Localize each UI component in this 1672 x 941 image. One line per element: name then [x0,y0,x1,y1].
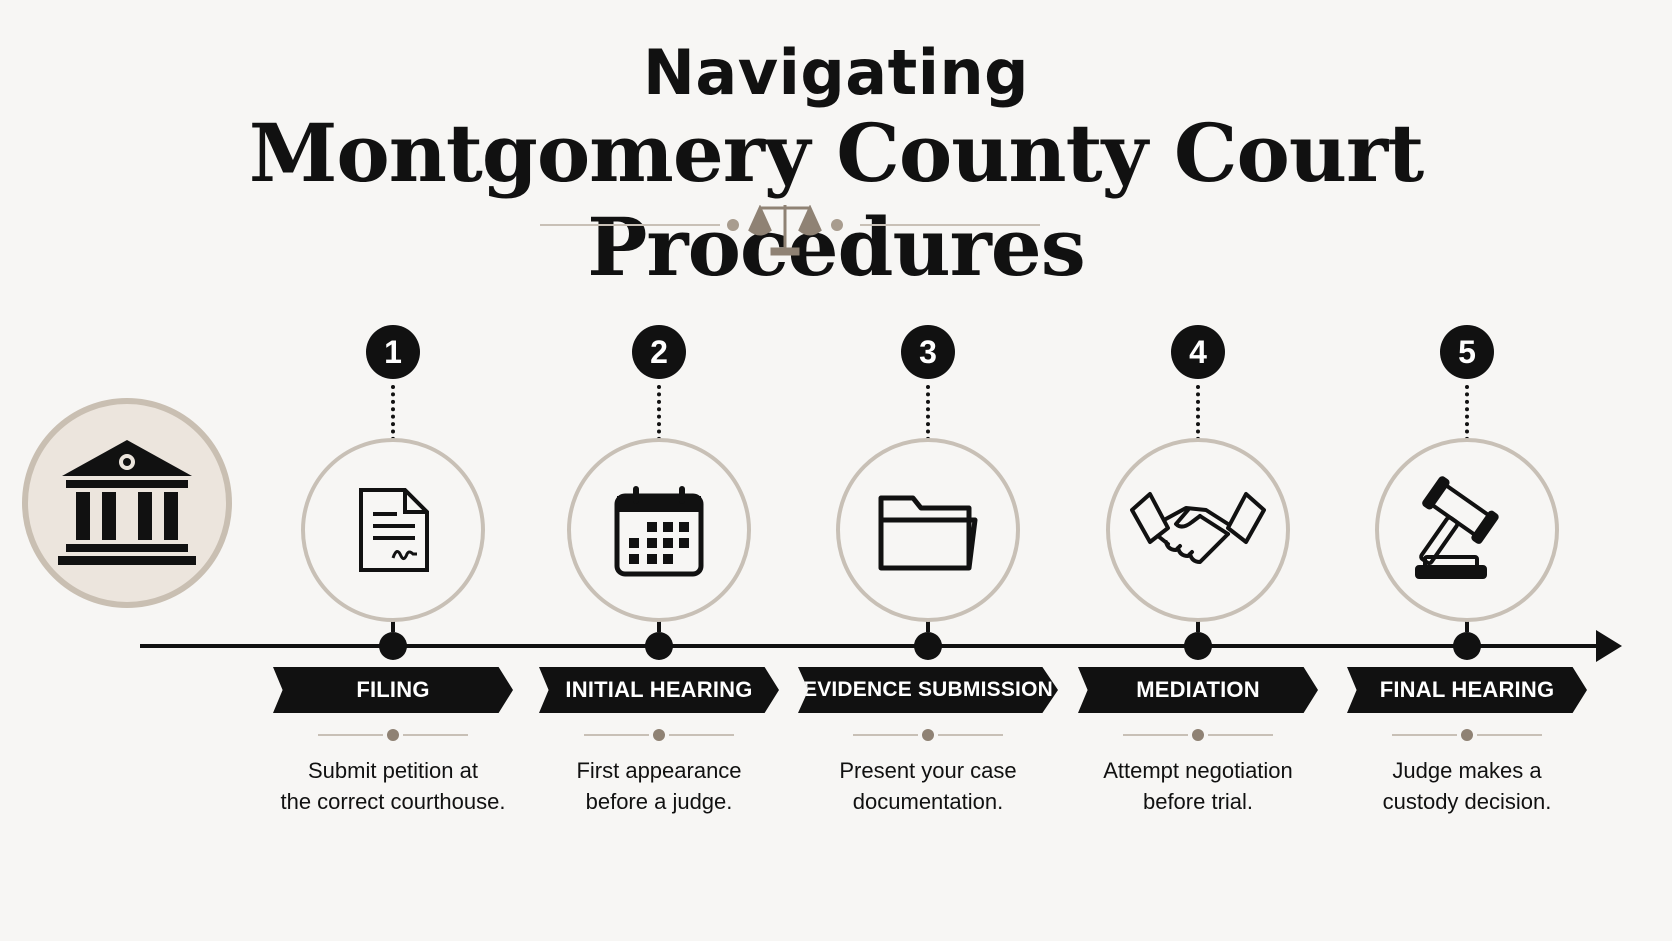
calendar-icon [614,486,704,577]
step-icon-circle [567,438,751,622]
title-navigating: Navigating [642,36,1030,109]
timeline-arrowhead [1596,630,1622,662]
timeline-dot-3 [914,632,942,660]
step-label: FINAL HEARING [1347,667,1587,713]
connector-dots [1196,385,1200,441]
step-number: 2 [632,325,686,379]
timeline-dot-4 [1184,632,1212,660]
step-label: FILING [273,667,513,713]
courthouse-icon [58,440,196,565]
mini-divider [1123,729,1273,741]
timeline-dot-2 [645,632,673,660]
step-number: 3 [901,325,955,379]
step-icon-circle [1375,438,1559,622]
gavel-icon [1415,476,1499,579]
mini-divider [584,729,734,741]
step-description: Present your case documentation. [839,758,1017,814]
page-title: Montgomery County Court Procedures [248,106,1424,294]
mini-divider [853,729,1003,741]
step-label: MEDIATION [1078,667,1318,713]
courthouse-start [22,398,232,608]
document-signature-icon [359,488,429,572]
timeline-dot-5 [1453,632,1481,660]
step-icon-circle [1106,438,1290,622]
handshake-icon [1130,492,1266,564]
connector-dots [391,385,395,441]
step-description: Attempt negotiation before trial. [1103,758,1293,814]
mini-divider [1392,729,1542,741]
folder-icon [878,495,978,571]
step-description: Judge makes a custody decision. [1382,758,1552,814]
step-description: Submit petition at the correct courthous… [280,758,506,814]
step-number: 1 [366,325,420,379]
step-description: First appearance before a judge. [576,758,742,814]
mini-divider [318,729,468,741]
step-label: EVIDENCE SUBMISSION [798,667,1058,713]
step-number: 5 [1440,325,1494,379]
timeline-dot-1 [379,632,407,660]
step-number: 4 [1171,325,1225,379]
title-divider [540,205,1040,256]
step-label: INITIAL HEARING [539,667,779,713]
scales-of-justice-icon [748,205,822,256]
connector-dots [657,385,661,441]
connector-dots [1465,385,1469,441]
step-icon-circle [836,438,1020,622]
connector-dots [926,385,930,441]
step-icon-circle [301,438,485,622]
